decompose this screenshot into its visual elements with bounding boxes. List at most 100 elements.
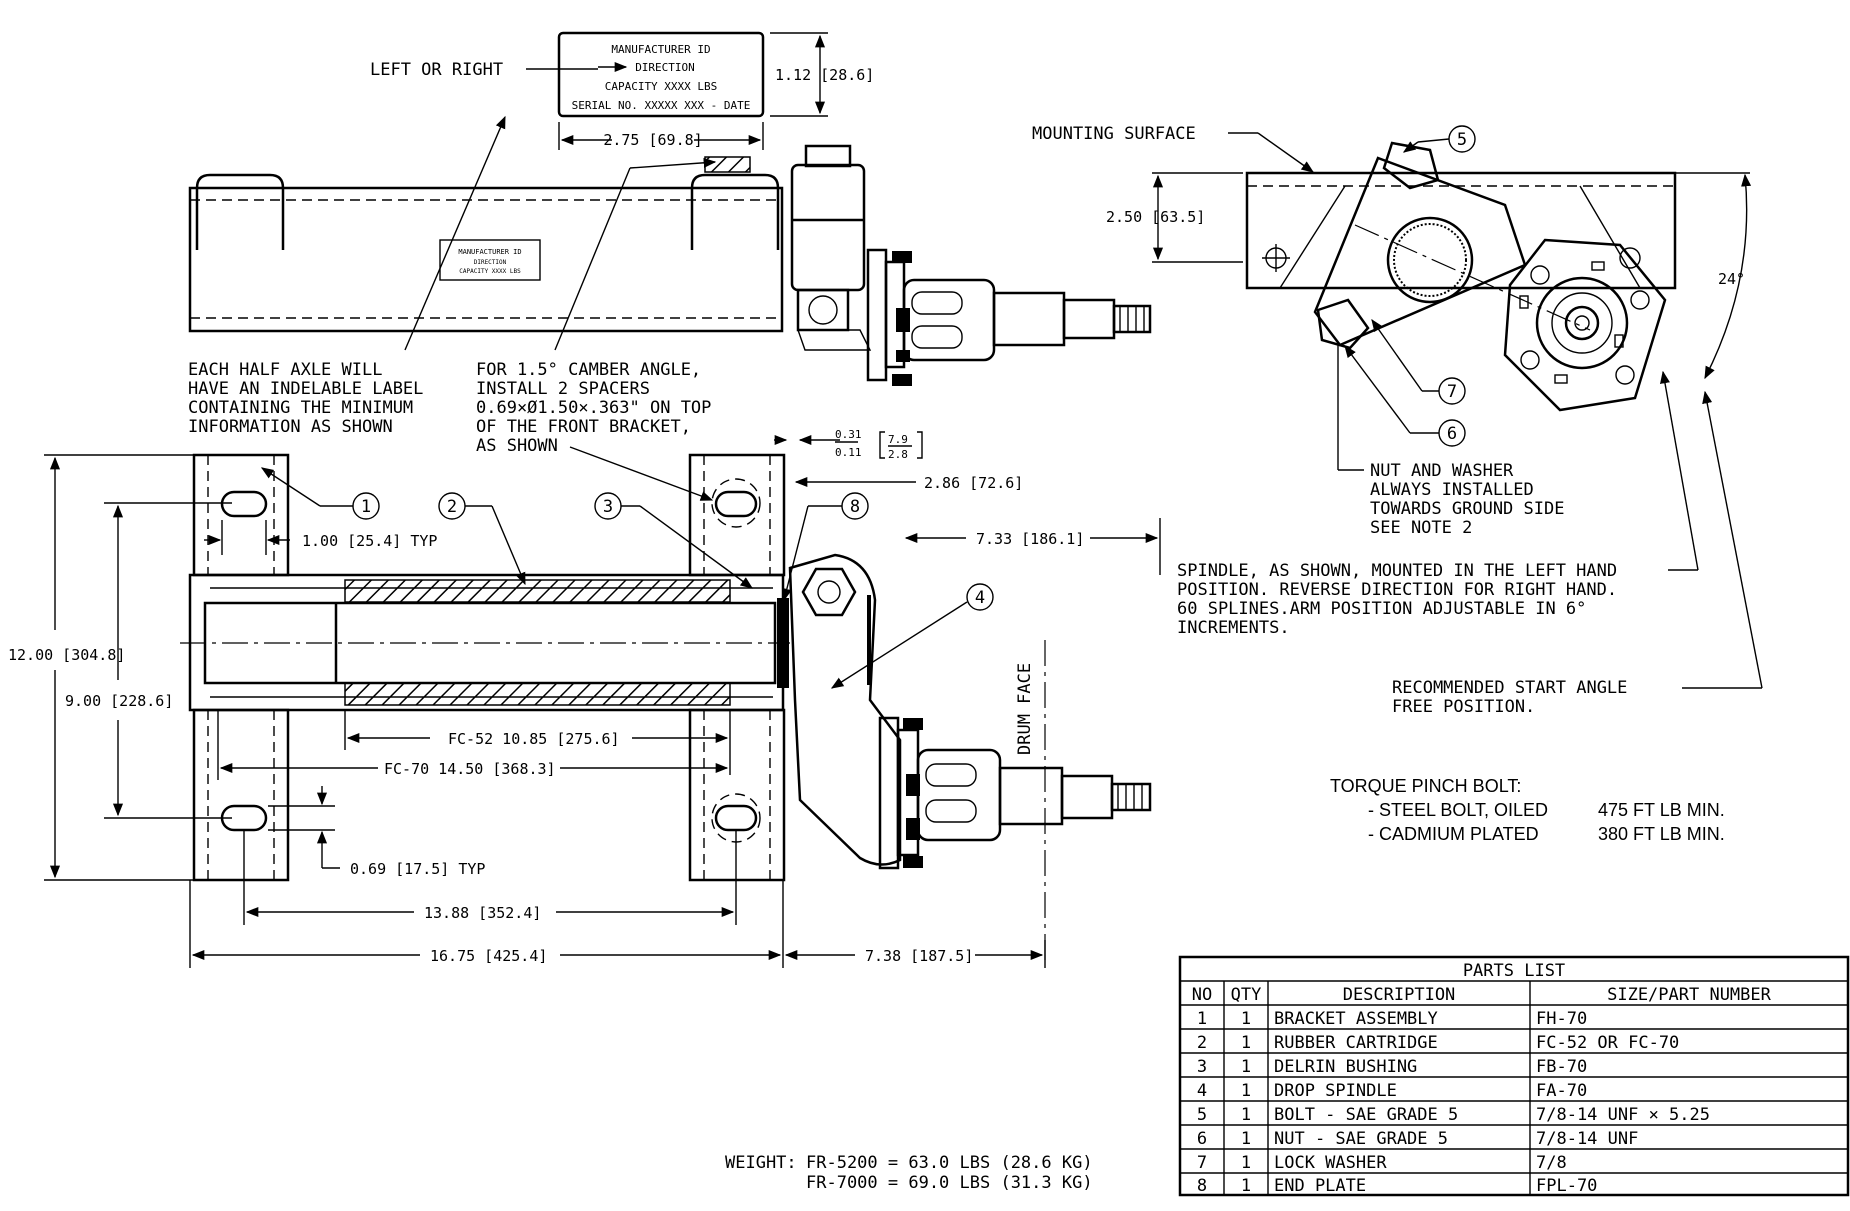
dim-hole-centers: 13.88 [352.4] bbox=[424, 904, 541, 922]
svg-text:ALWAYS INSTALLED: ALWAYS INSTALLED bbox=[1370, 480, 1534, 500]
svg-text:TOWARDS GROUND SIDE: TOWARDS GROUND SIDE bbox=[1370, 499, 1564, 519]
svg-text:RECOMMENDED START ANGLE: RECOMMENDED START ANGLE bbox=[1392, 678, 1627, 698]
svg-text:CONTAINING THE MINIMUM: CONTAINING THE MINIMUM bbox=[188, 398, 413, 418]
torque-spec: TORQUE PINCH BOLT: - STEEL BOLT, OILED 4… bbox=[1330, 776, 1725, 844]
table-row: 5 1 BOLT - SAE GRADE 5 7/8-14 UNF × 5.25 bbox=[1197, 1105, 1710, 1125]
svg-text:8: 8 bbox=[850, 497, 860, 517]
svg-text:1: 1 bbox=[1241, 1176, 1251, 1196]
dim-spacer-mm-top: 7.9 bbox=[888, 433, 908, 446]
dim-bracket-offset: 2.86 [72.6] bbox=[924, 474, 1023, 492]
note-each-half-axle: EACH HALF AXLE WILL HAVE AN INDELABLE LA… bbox=[188, 360, 423, 437]
svg-text:MANUFACTURER ID: MANUFACTURER ID bbox=[458, 248, 521, 256]
svg-text:NUT AND WASHER: NUT AND WASHER bbox=[1370, 461, 1514, 481]
svg-text:7: 7 bbox=[1447, 382, 1457, 402]
dim-angle: 24° bbox=[1718, 270, 1745, 288]
dim-fc52: FC-52 10.85 [275.6] bbox=[448, 730, 620, 748]
balloon-4: 4 bbox=[830, 583, 994, 689]
svg-text:FPL-70: FPL-70 bbox=[1536, 1176, 1597, 1196]
svg-text:6: 6 bbox=[1447, 424, 1457, 444]
table-row: 8 1 END PLATE FPL-70 bbox=[1197, 1176, 1598, 1196]
balloon-8: 8 bbox=[781, 492, 869, 602]
svg-text:1: 1 bbox=[1197, 1009, 1207, 1029]
dim-spacer-bottom: 0.11 bbox=[835, 446, 862, 459]
svg-text:DIRECTION: DIRECTION bbox=[474, 259, 507, 266]
svg-text:BRACKET ASSEMBLY: BRACKET ASSEMBLY bbox=[1274, 1009, 1438, 1029]
svg-text:INCREMENTS.: INCREMENTS. bbox=[1177, 618, 1290, 638]
dim-slot-width: 1.00 [25.4] TYP bbox=[302, 532, 437, 550]
svg-text:FC-52 OR FC-70: FC-52 OR FC-70 bbox=[1536, 1033, 1679, 1053]
svg-text:LOCK WASHER: LOCK WASHER bbox=[1274, 1153, 1387, 1173]
label-box: MANUFACTURER ID DIRECTION CAPACITY XXXX … bbox=[557, 31, 765, 118]
svg-text:1: 1 bbox=[1241, 1105, 1251, 1125]
svg-text:SEE NOTE 2: SEE NOTE 2 bbox=[1370, 518, 1472, 538]
svg-text:FB-70: FB-70 bbox=[1536, 1057, 1587, 1077]
balloon-6: 6 bbox=[1344, 344, 1466, 447]
spindle-side-view bbox=[1245, 141, 1677, 412]
svg-text:5: 5 bbox=[1197, 1105, 1207, 1125]
svg-text:- CADMIUM PLATED: - CADMIUM PLATED bbox=[1368, 824, 1539, 844]
svg-text:FR-5200 = 63.0 LBS (28.6 KG): FR-5200 = 63.0 LBS (28.6 KG) bbox=[806, 1153, 1093, 1173]
col-header-qty: QTY bbox=[1231, 985, 1262, 1005]
table-row: 6 1 NUT - SAE GRADE 5 7/8-14 UNF bbox=[1197, 1129, 1638, 1149]
torque-title: TORQUE PINCH BOLT: bbox=[1330, 776, 1521, 796]
svg-text:7/8-14 UNF × 5.25: 7/8-14 UNF × 5.25 bbox=[1536, 1105, 1710, 1125]
balloon-7: 7 bbox=[1371, 318, 1466, 405]
svg-text:SPINDLE, AS SHOWN, MOUNTED IN: SPINDLE, AS SHOWN, MOUNTED IN THE LEFT H… bbox=[1177, 561, 1617, 581]
svg-text:8: 8 bbox=[1197, 1176, 1207, 1196]
col-header-no: NO bbox=[1192, 985, 1212, 1005]
table-row: 7 1 LOCK WASHER 7/8 bbox=[1197, 1153, 1567, 1173]
balloon-3: 3 bbox=[594, 492, 754, 589]
svg-text:POSITION. REVERSE DIRECTION FO: POSITION. REVERSE DIRECTION FOR RIGHT HA… bbox=[1177, 580, 1617, 600]
svg-text:1: 1 bbox=[1241, 1009, 1251, 1029]
svg-text:FH-70: FH-70 bbox=[1536, 1009, 1587, 1029]
col-header-size: SIZE/PART NUMBER bbox=[1607, 985, 1772, 1005]
balloon-1: 1 bbox=[260, 467, 380, 520]
svg-text:- STEEL BOLT, OILED: - STEEL BOLT, OILED bbox=[1368, 800, 1548, 820]
svg-text:6: 6 bbox=[1197, 1129, 1207, 1149]
svg-text:END PLATE: END PLATE bbox=[1274, 1176, 1366, 1196]
svg-text:2: 2 bbox=[1197, 1033, 1207, 1053]
svg-text:3: 3 bbox=[603, 497, 613, 517]
svg-text:4: 4 bbox=[1197, 1081, 1207, 1101]
dim-spindle-offset: 7.33 [186.1] bbox=[976, 530, 1084, 548]
svg-text:380 FT LB MIN.: 380 FT LB MIN. bbox=[1598, 824, 1725, 844]
note-nut-washer: NUT AND WASHER ALWAYS INSTALLED TOWARDS … bbox=[1370, 461, 1564, 538]
svg-text:1: 1 bbox=[1241, 1129, 1251, 1149]
note-camber: FOR 1.5° CAMBER ANGLE, INSTALL 2 SPACERS… bbox=[476, 360, 711, 456]
svg-text:3: 3 bbox=[1197, 1057, 1207, 1077]
mounting-surface-label: MOUNTING SURFACE bbox=[1032, 124, 1196, 144]
svg-text:FOR 1.5° CAMBER ANGLE,: FOR 1.5° CAMBER ANGLE, bbox=[476, 360, 701, 380]
svg-text:INSTALL 2 SPACERS: INSTALL 2 SPACERS bbox=[476, 379, 650, 399]
svg-text:DELRIN BUSHING: DELRIN BUSHING bbox=[1274, 1057, 1417, 1077]
svg-text:1: 1 bbox=[1241, 1057, 1251, 1077]
svg-text:5: 5 bbox=[1457, 130, 1467, 150]
col-header-description: DESCRIPTION bbox=[1343, 985, 1456, 1005]
dim-side-height: 2.50 [63.5] bbox=[1106, 208, 1205, 226]
svg-text:4: 4 bbox=[975, 588, 985, 608]
dim-label-width: 2.75 [69.8] bbox=[603, 131, 702, 149]
svg-text:2: 2 bbox=[447, 497, 457, 517]
svg-text:CAPACITY XXXX LBS: CAPACITY XXXX LBS bbox=[459, 268, 521, 275]
svg-text:NUT - SAE GRADE 5: NUT - SAE GRADE 5 bbox=[1274, 1129, 1448, 1149]
dim-drum-offset: 7.38 [187.5] bbox=[865, 947, 973, 965]
svg-text:60 SPLINES.ARM POSITION ADJUST: 60 SPLINES.ARM POSITION ADJUSTABLE IN 6° bbox=[1177, 599, 1586, 619]
balloon-2: 2 bbox=[438, 492, 526, 586]
parts-list-table: PARTS LIST NO QTY DESCRIPTION SIZE/PART … bbox=[1178, 955, 1850, 1197]
dim-label-height: 1.12 [28.6] bbox=[775, 66, 874, 84]
svg-text:FREE POSITION.: FREE POSITION. bbox=[1392, 697, 1535, 717]
dim-hole-spacing: 9.00 [228.6] bbox=[65, 692, 173, 710]
weight-note: WEIGHT: FR-5200 = 63.0 LBS (28.6 KG) FR-… bbox=[725, 1153, 1093, 1193]
label-line-2: DIRECTION bbox=[635, 61, 695, 74]
svg-text:AS SHOWN: AS SHOWN bbox=[476, 436, 558, 456]
table-row: 2 1 RUBBER CARTRIDGE FC-52 OR FC-70 bbox=[1197, 1033, 1679, 1053]
note-start-angle: RECOMMENDED START ANGLE FREE POSITION. bbox=[1392, 678, 1627, 717]
svg-text:EACH HALF AXLE WILL: EACH HALF AXLE WILL bbox=[188, 360, 382, 380]
svg-text:7: 7 bbox=[1197, 1153, 1207, 1173]
svg-text:1: 1 bbox=[361, 497, 371, 517]
svg-text:0.69×Ø1.50×.363" ON TOP: 0.69×Ø1.50×.363" ON TOP bbox=[476, 398, 711, 418]
svg-text:INFORMATION AS SHOWN: INFORMATION AS SHOWN bbox=[188, 417, 393, 437]
svg-text:1: 1 bbox=[1241, 1153, 1251, 1173]
svg-text:1: 1 bbox=[1241, 1081, 1251, 1101]
dim-slot-height: 0.69 [17.5] TYP bbox=[350, 860, 485, 878]
dim-spacer-mm-bottom: 2.8 bbox=[888, 448, 908, 461]
